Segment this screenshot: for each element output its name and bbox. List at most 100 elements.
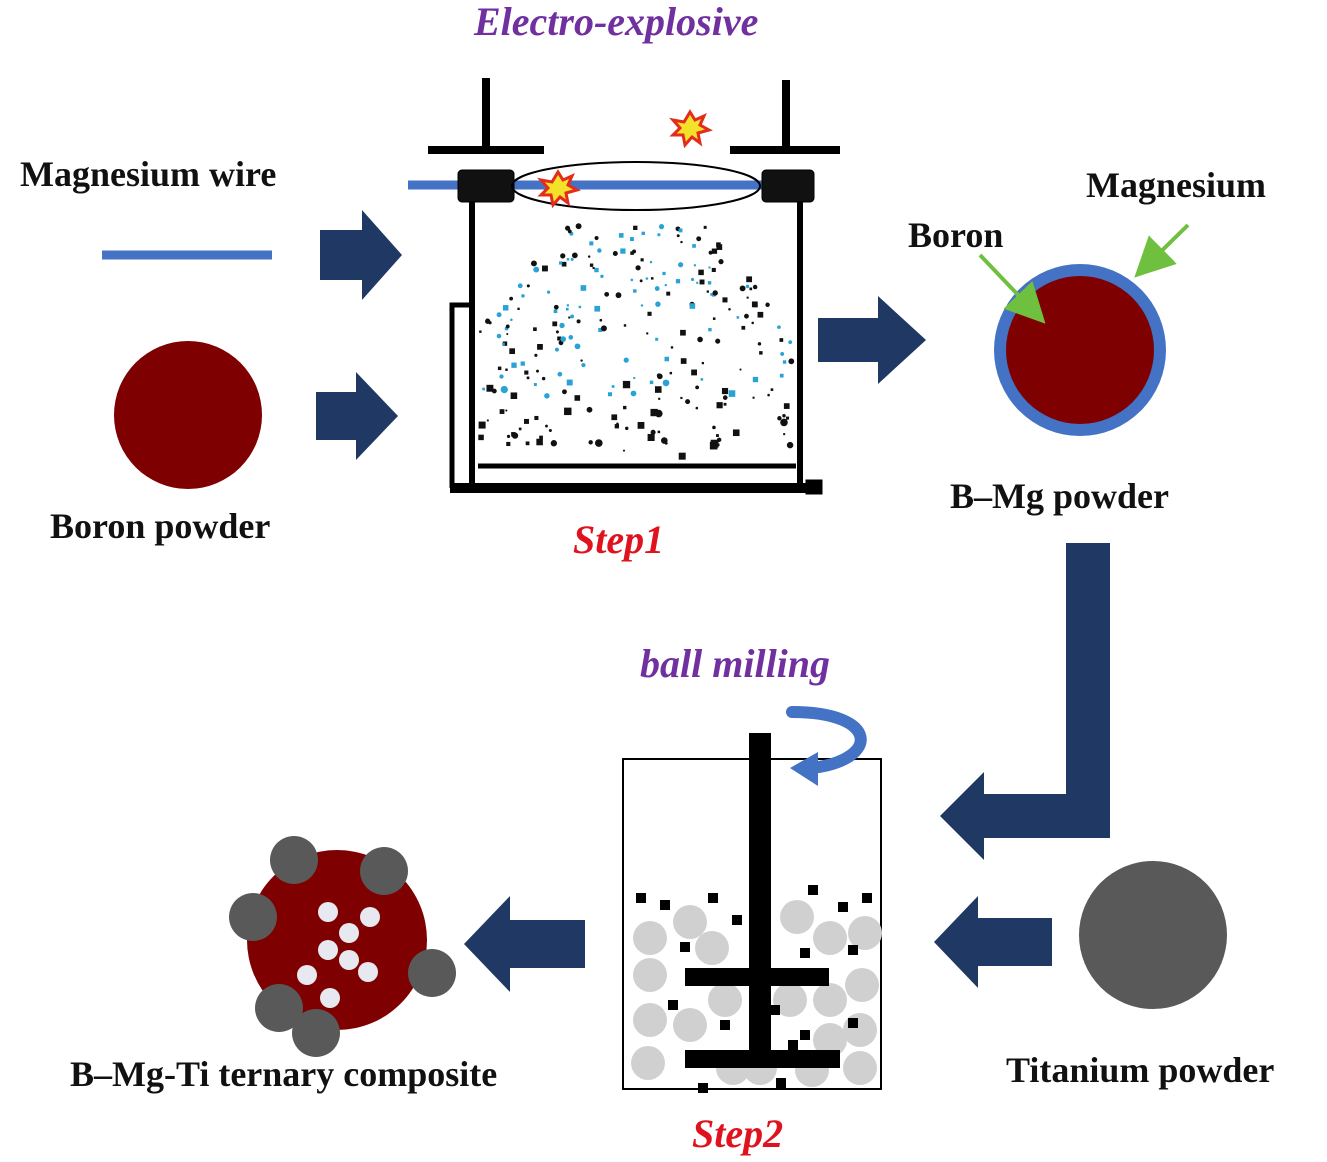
particle-dot [599, 318, 603, 322]
magnesium-pointer [1134, 223, 1190, 278]
particle-dot [571, 252, 578, 259]
particle-dot [581, 363, 586, 368]
particle-dot [630, 390, 637, 397]
particle-dot [565, 225, 571, 231]
mill-ball [845, 968, 879, 1002]
mill-ball [780, 900, 814, 934]
particle-dot [744, 313, 749, 319]
particle-dot [664, 284, 667, 287]
particle-dot [518, 427, 522, 431]
particle-dot [670, 346, 674, 349]
mill-ball [843, 1051, 877, 1085]
particle-dot [589, 263, 594, 267]
particle-dot [690, 277, 695, 281]
particle-dot [662, 271, 666, 276]
particle-dot [745, 284, 750, 289]
particle-dot [641, 231, 645, 236]
particle-dot [565, 307, 569, 311]
particle-dot [506, 434, 511, 439]
particle-dot [752, 284, 758, 290]
particle-dot [580, 285, 587, 291]
boron-powder-label: Boron powder [50, 506, 271, 546]
particle-dot [646, 332, 649, 335]
particle-dot [574, 395, 581, 401]
particle-dot [661, 437, 668, 444]
particle-dot [765, 302, 770, 307]
particle-dot [669, 371, 673, 375]
particle-dot [524, 370, 529, 375]
particle-dot [728, 307, 731, 311]
arrow-boron-to-reactor [316, 372, 398, 460]
particle-dot [699, 279, 705, 285]
particle-dot [524, 418, 529, 424]
particle-dot [640, 304, 644, 307]
particle-dot [557, 336, 562, 341]
mill-ball [813, 1023, 847, 1057]
mill-debris-dot [680, 942, 690, 952]
magnesium-wire-label: Magnesium wire [20, 154, 277, 194]
particle-dot [526, 284, 530, 288]
mill-ball [848, 916, 882, 950]
particle-dot [570, 257, 574, 261]
particle-dot [708, 250, 713, 255]
particle-dot [678, 262, 684, 268]
mill-ball [813, 983, 847, 1017]
particle-dot [488, 321, 492, 325]
mill-ball [695, 931, 729, 965]
particle-dot [598, 327, 603, 332]
particle-dot [741, 325, 746, 330]
particle-dot [723, 402, 727, 406]
particle-dot [655, 301, 661, 307]
particle-dot [680, 358, 687, 364]
particle-dot [564, 407, 572, 416]
particle-dot [597, 248, 602, 253]
particle-dot [623, 324, 627, 327]
particle-dot [521, 294, 525, 298]
particle-dot [618, 233, 624, 238]
ball-mill [622, 733, 882, 1093]
particle-dot [620, 248, 626, 254]
particle-dot [783, 403, 790, 409]
particle-dot [630, 251, 634, 255]
particle-dot [511, 362, 517, 368]
particle-dot [782, 413, 786, 418]
particle-dot [757, 342, 762, 346]
particle-dot [693, 264, 696, 267]
particle-dot [706, 290, 709, 293]
particle-dot [728, 390, 736, 397]
particle-dot [496, 312, 502, 318]
arrow-mill-to-composite [464, 896, 585, 992]
particle-dot [506, 441, 511, 447]
particle-dot [502, 341, 508, 346]
particle-dot [695, 385, 700, 390]
particle-dot [657, 430, 661, 434]
particle-dot [749, 287, 753, 291]
particle-dot [553, 304, 559, 310]
mill-debris-dot [698, 1083, 708, 1093]
particle-dot [689, 303, 696, 309]
mill-ball [773, 983, 807, 1017]
mill-debris-dot [732, 915, 742, 925]
particle-dot [623, 405, 627, 410]
mill-ball [673, 905, 707, 939]
particle-dot [658, 397, 661, 400]
particle-dot [509, 296, 514, 301]
particle-dot [701, 361, 705, 365]
mill-ball [631, 1046, 665, 1080]
particle-dot [536, 369, 539, 373]
particle-dot [708, 266, 711, 269]
particle-dot [780, 351, 785, 356]
mill-debris-dot [776, 1078, 786, 1088]
mill-debris-dot [838, 902, 848, 912]
particle-dot [608, 392, 613, 397]
particle-dot [680, 240, 683, 244]
particle-dot [499, 374, 504, 379]
particle-dot [647, 433, 655, 442]
particle-dot [486, 419, 489, 422]
particle-dot [697, 336, 703, 343]
particle-dot [739, 285, 746, 292]
particle-dot [594, 305, 601, 312]
particle-dot [752, 376, 759, 383]
particle-dot [510, 392, 518, 400]
